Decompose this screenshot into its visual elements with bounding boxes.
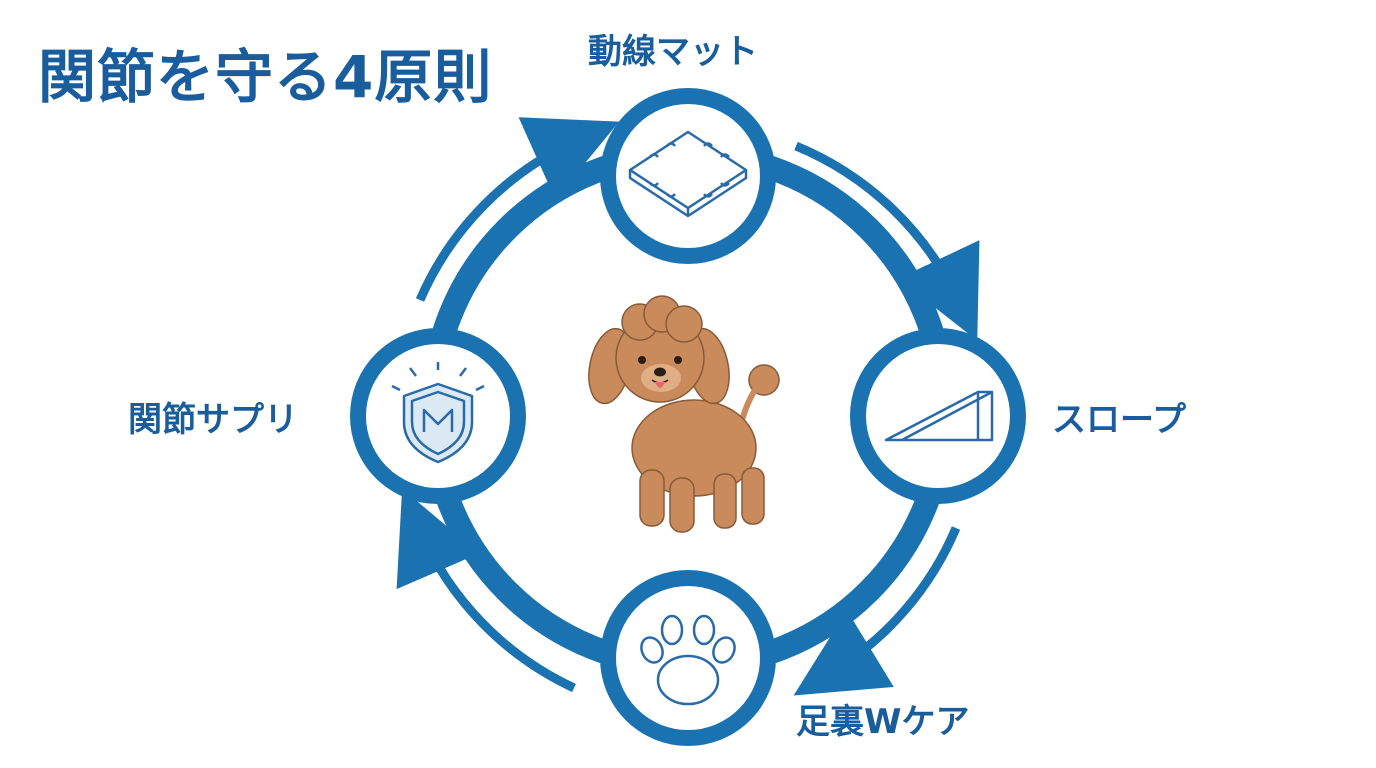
slope-ramp-icon [884,390,994,442]
puzzle-mat-icon [628,130,748,218]
arrow-left-to-top [415,117,620,302]
arrow-top-to-right [794,141,980,341]
node-bottom [600,570,776,746]
node-top [600,88,776,264]
label-traffic-mat: 動線マット [588,32,758,72]
paw-print-icon [640,614,736,706]
node-left [350,328,526,504]
label-paw-care: 足裏Wケア [796,702,970,742]
label-joint-supplement: 関節サプリ [128,400,298,440]
arrow-bottom-to-left [396,488,576,693]
page-title: 関節を守る4原則 [38,43,493,111]
shield-supplement-icon [391,362,485,464]
arrow-right-to-bottom [793,526,961,696]
node-right [850,328,1026,504]
label-slope: スロープ [1052,400,1186,440]
toy-poodle-dog-illustration [588,295,780,533]
